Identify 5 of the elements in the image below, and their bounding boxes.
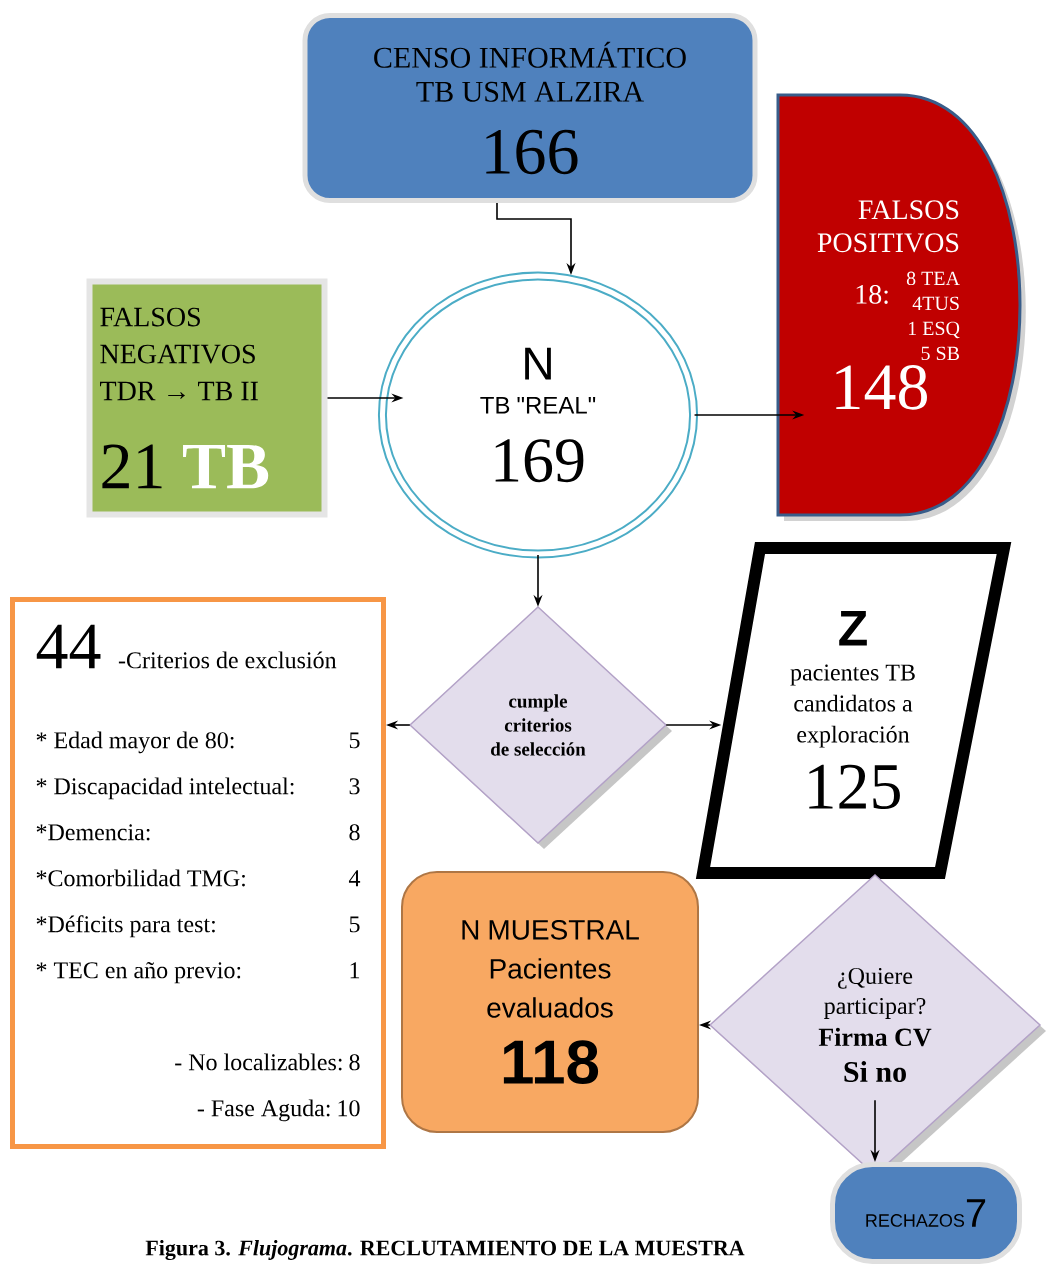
figure-caption: Figura 3. Flujograma. RECLUTAMIENTO DE LA MUESTRA [145,1239,745,1261]
process-box: 44 -Criterios de exclusión * Edad mayor de 80: 5 * Discapacidad intelectual: 3 *Demencia: 8 *Comorbilidad TMG: 4 *Déficits para test: 5 * TEC en año previo: 1 - No localizables: 8 - Fase Aguda: 10 [10,597,386,1149]
process-box: FALSOS NEGATIVOS TDR → TB II 21 TB [86,278,328,518]
process-box: CENSO INFORMÁTICO TB USM ALZIRA 166 [302,13,758,203]
process-box: N MUESTRAL Pacientes evaluados 118 [401,871,699,1133]
